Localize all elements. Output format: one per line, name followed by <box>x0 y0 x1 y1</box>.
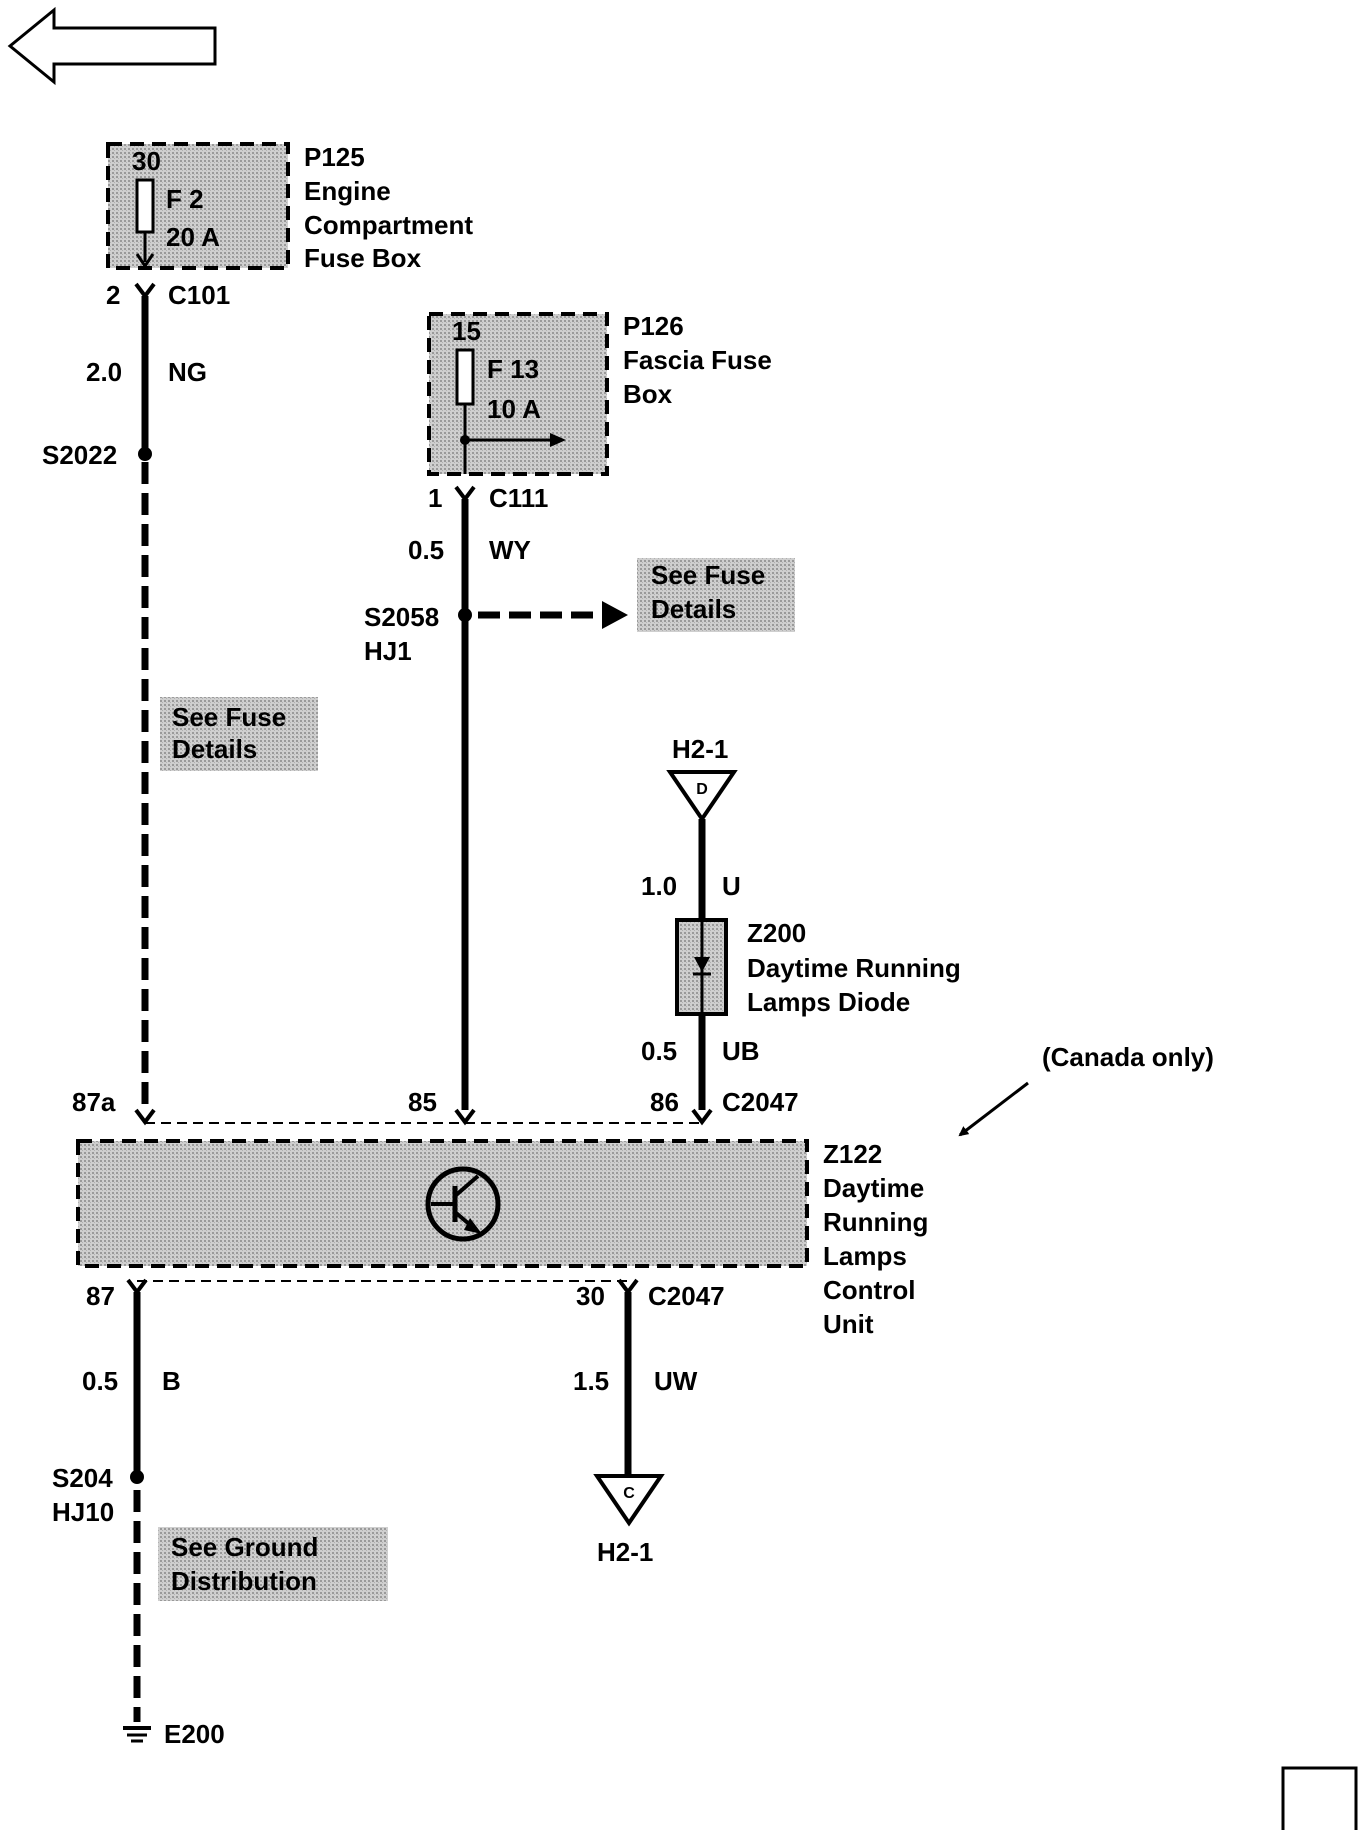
page-corner-box[interactable] <box>1281 1766 1358 1830</box>
p125-fuse-rating: 20 A <box>166 222 220 252</box>
splice-s204-label: S204 <box>52 1463 113 1493</box>
connector-h2-c-icon[interactable] <box>593 1474 665 1527</box>
splice-s2058 <box>458 608 472 622</box>
canada-pointer-arrow <box>958 1081 1029 1137</box>
wire-u-gauge: 1.0 <box>641 871 677 901</box>
z122-name-3: Lamps <box>823 1241 907 1271</box>
transistor-icon <box>425 1166 501 1242</box>
p125-id: P125 <box>304 142 365 172</box>
connector-c101-icon <box>134 282 156 300</box>
z122-control-unit <box>76 1139 809 1268</box>
branch-arrow-icon <box>602 601 628 629</box>
pin-30: 30 <box>576 1281 605 1311</box>
z122-name-2: Running <box>823 1207 928 1237</box>
pin-85: 85 <box>408 1087 437 1117</box>
svg-text:Details: Details <box>172 734 257 764</box>
z122-name-5: Unit <box>823 1309 874 1339</box>
p126-fuse-box: 15 F 13 10 A <box>427 312 609 476</box>
z200-diode <box>675 918 728 1016</box>
wire-ng-gauge: 2.0 <box>86 357 122 387</box>
wire-wy-gauge: 0.5 <box>408 535 444 565</box>
pin-86-icon <box>691 1108 713 1126</box>
z122-name-4: Control <box>823 1275 915 1305</box>
p126-terminal: 15 <box>452 316 481 346</box>
p125-name-2: Compartment <box>304 210 473 240</box>
note-see-ground-distribution[interactable]: See Ground Distribution <box>158 1527 388 1601</box>
p126-id: P126 <box>623 311 684 341</box>
pin-85-icon <box>454 1108 476 1126</box>
p125-name-1: Engine <box>304 176 391 206</box>
z200-name-2: Lamps Diode <box>747 987 910 1017</box>
h2-bottom-letter: C <box>623 1485 635 1502</box>
pin-87a: 87a <box>72 1087 116 1117</box>
h2-bottom-ref: H2-1 <box>597 1537 653 1567</box>
wire-ub-gauge: 0.5 <box>641 1036 677 1066</box>
c2047-top-connector: C2047 <box>722 1087 799 1117</box>
note-see-fuse-details-1[interactable]: See Fuse Details <box>160 697 318 771</box>
c2047-bottom-connector: C2047 <box>648 1281 725 1311</box>
h2-top-ref: H2-1 <box>672 734 728 764</box>
ground-e200-label: E200 <box>164 1719 225 1749</box>
svg-text:Distribution: Distribution <box>171 1566 317 1596</box>
wire-uw-color: UW <box>654 1366 698 1396</box>
pin-87a-icon <box>134 1108 156 1126</box>
wire-ng-color: NG <box>168 357 207 387</box>
splice-s2058-harness: HJ1 <box>364 636 412 666</box>
wire-u-color: U <box>722 871 741 901</box>
wire-ub-color: UB <box>722 1036 760 1066</box>
connector-h2-d-icon[interactable] <box>666 770 738 823</box>
p126-fuse-label: F 13 <box>487 354 539 384</box>
splice-s2058-label: S2058 <box>364 602 439 632</box>
c101-pin: 2 <box>106 280 120 310</box>
note-see-fuse-details-2[interactable]: See Fuse Details <box>637 558 795 632</box>
c101-connector: C101 <box>168 280 230 310</box>
p125-name-3: Fuse Box <box>304 243 422 273</box>
back-arrow-icon[interactable] <box>7 6 217 86</box>
wire-uw-gauge: 1.5 <box>573 1366 609 1396</box>
splice-s204-harness: HJ10 <box>52 1497 114 1527</box>
splice-s2022-label: S2022 <box>42 440 117 470</box>
c111-pin: 1 <box>428 483 442 513</box>
pin-87: 87 <box>86 1281 115 1311</box>
splice-s204 <box>130 1470 144 1484</box>
z200-name-1: Daytime Running <box>747 953 961 983</box>
wire-b-color: B <box>162 1366 181 1396</box>
p126-name-1: Fascia Fuse <box>623 345 772 375</box>
diode-icon <box>694 957 710 972</box>
wire-wy-color: WY <box>489 535 531 565</box>
pin-86: 86 <box>650 1087 679 1117</box>
fuse-f13-icon <box>455 348 475 406</box>
svg-text:See Fuse: See Fuse <box>651 560 765 590</box>
z200-id: Z200 <box>747 918 806 948</box>
p125-fuse-label: F 2 <box>166 184 204 214</box>
p125-fuse-box: 30 F 2 20 A <box>106 142 290 270</box>
p125-terminal: 30 <box>132 146 161 176</box>
connector-c111-icon <box>454 485 476 503</box>
fuse-f2-icon <box>135 178 155 234</box>
z122-name-1: Daytime <box>823 1173 924 1203</box>
svg-text:Details: Details <box>651 594 736 624</box>
p126-name-2: Box <box>623 379 673 409</box>
pin-30-icon <box>617 1278 639 1296</box>
wire-b-gauge: 0.5 <box>82 1366 118 1396</box>
h2-top-letter: D <box>696 781 708 798</box>
svg-text:See Ground: See Ground <box>171 1532 318 1562</box>
splice-s2022 <box>138 447 152 461</box>
canada-only-note: (Canada only) <box>1042 1042 1214 1072</box>
z122-id: Z122 <box>823 1139 882 1169</box>
ground-e200-icon <box>123 1726 151 1743</box>
p126-fuse-rating: 10 A <box>487 394 541 424</box>
c111-connector: C111 <box>489 483 548 513</box>
svg-text:See Fuse: See Fuse <box>172 702 286 732</box>
